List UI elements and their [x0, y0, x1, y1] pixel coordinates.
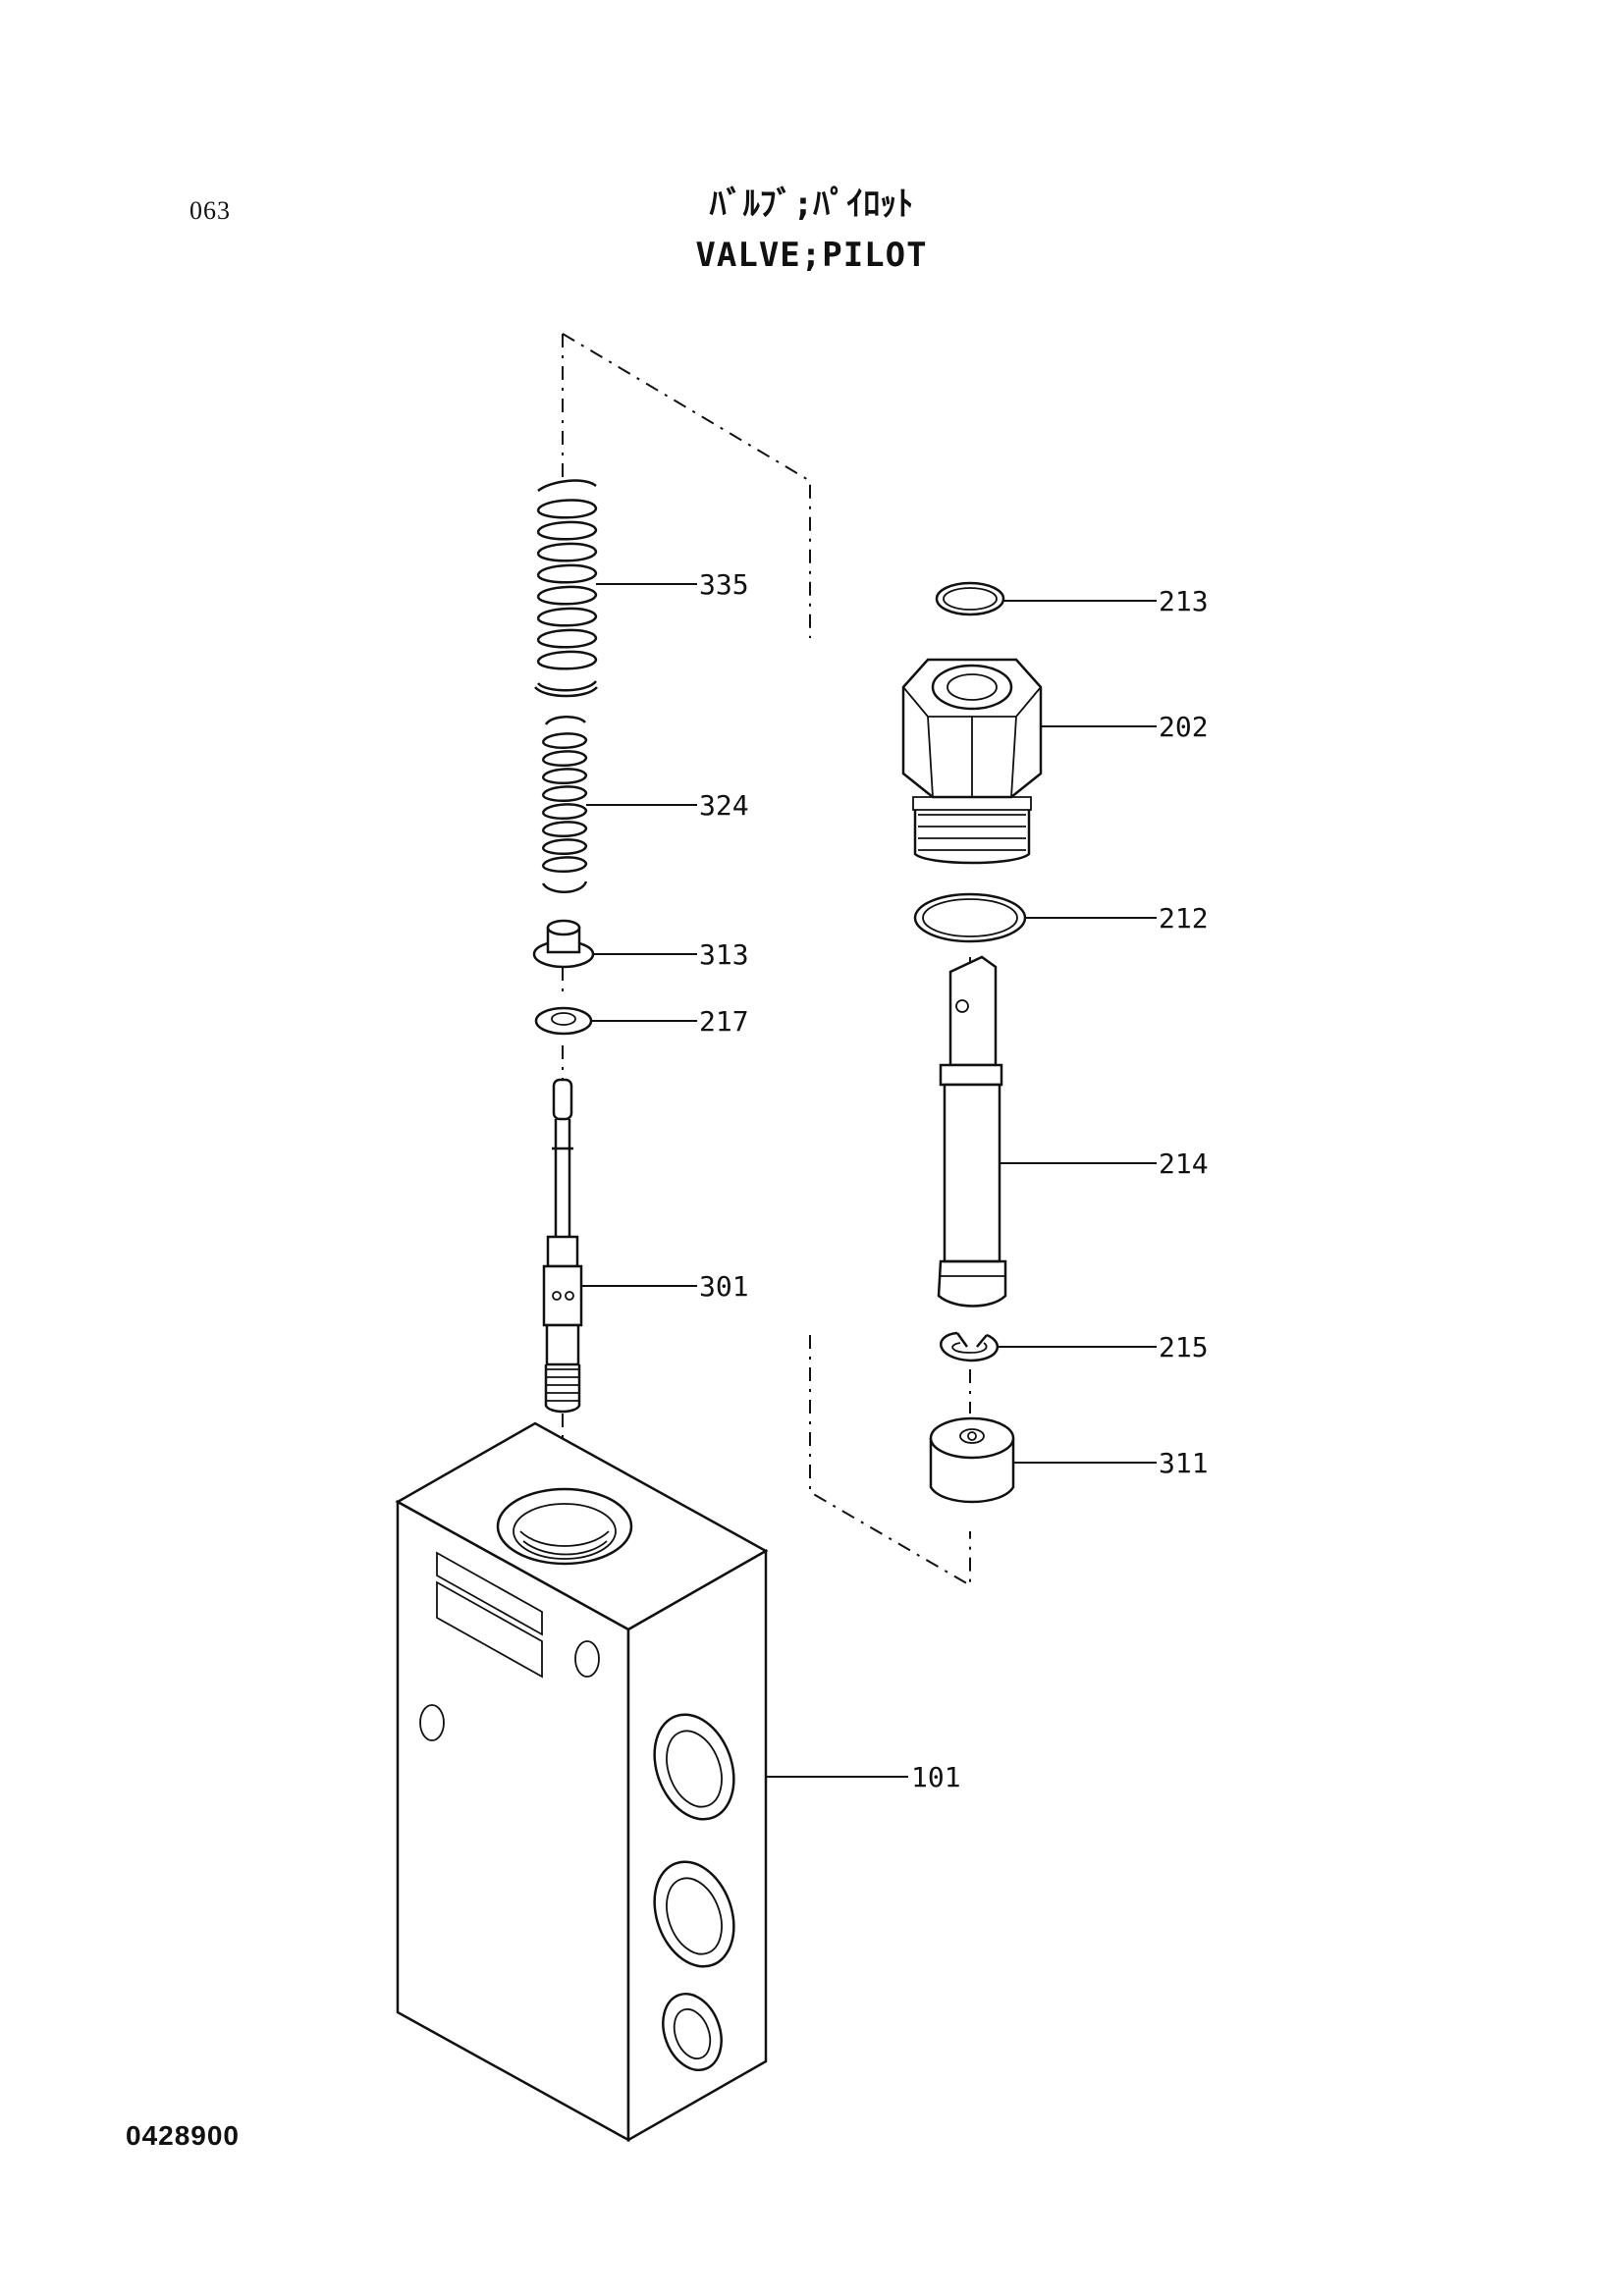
callout-213: 213: [1159, 585, 1209, 617]
part-101-valve-body: [395, 1421, 769, 2143]
assembly-guide-lines: [562, 333, 971, 1587]
page-number: 063: [189, 196, 231, 225]
part-301-spool: [542, 1078, 583, 1414]
part-202-plug: [901, 658, 1043, 865]
callout-labels: 335 324 313 217 301 213 202 212 214 215 …: [699, 568, 1209, 1793]
part-311-cap: [929, 1416, 1015, 1504]
callout-217: 217: [699, 1005, 749, 1038]
part-215-circlip: [940, 1331, 999, 1362]
callout-101: 101: [911, 1761, 961, 1793]
part-214-pusher-shaft: [937, 955, 1007, 1308]
callout-324: 324: [699, 789, 749, 822]
callout-214: 214: [1159, 1148, 1209, 1180]
callout-212: 212: [1159, 902, 1209, 934]
callout-301: 301: [699, 1270, 749, 1303]
title-english: VALVE;PILOT: [695, 236, 928, 275]
part-217-washer: [534, 1006, 593, 1036]
part-313-spring-seat: [532, 919, 595, 969]
callout-313: 313: [699, 938, 749, 971]
callout-202: 202: [1159, 711, 1209, 743]
part-335-outer-spring: [534, 479, 598, 698]
part-213-o-ring: [935, 581, 1005, 616]
leader-lines: [581, 583, 1157, 1778]
title-japanese: ﾊﾞﾙﾌﾞ;ﾊﾟｲﾛｯﾄ: [709, 185, 914, 224]
part-212-o-ring: [913, 892, 1027, 943]
callout-215: 215: [1159, 1331, 1209, 1363]
callout-311: 311: [1159, 1447, 1209, 1479]
callout-335: 335: [699, 568, 749, 601]
drawing-code: 0428900: [126, 2120, 241, 2151]
part-324-inner-spring: [541, 716, 588, 893]
